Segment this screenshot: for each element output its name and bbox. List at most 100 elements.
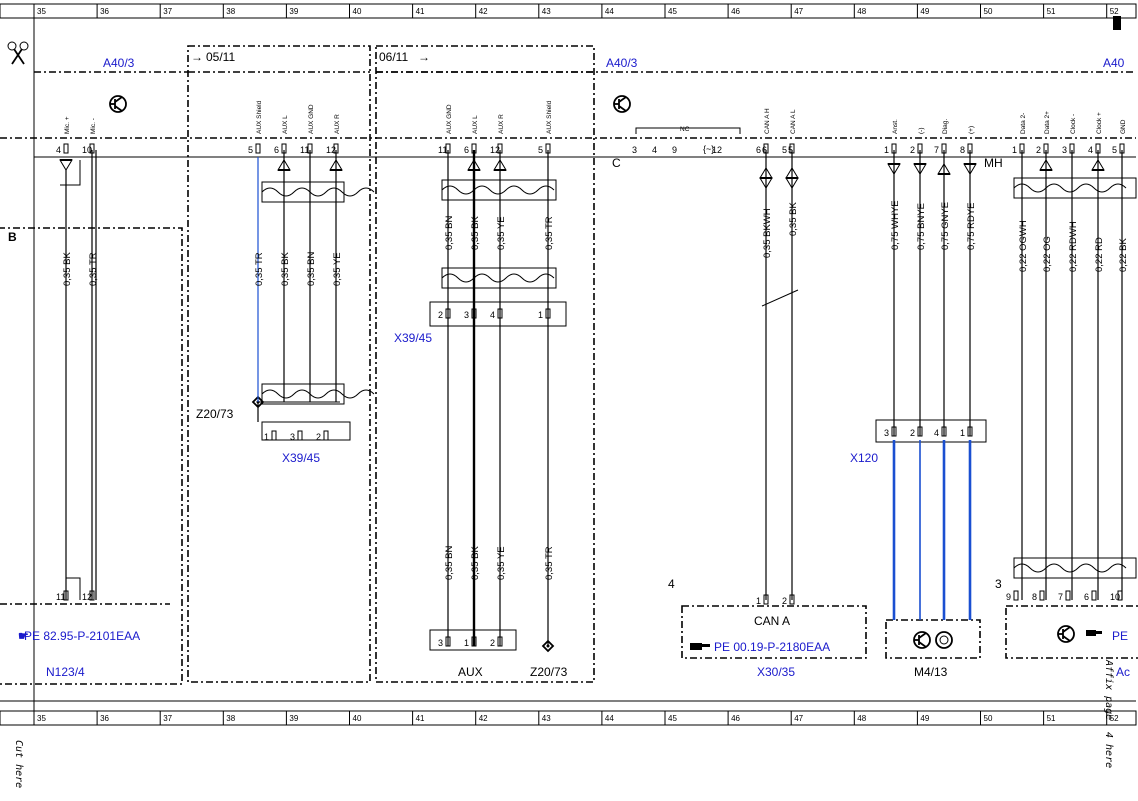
- x120-label[interactable]: X120: [850, 451, 878, 465]
- n123-4-box: [0, 227, 183, 685]
- ruler-number: 40: [353, 7, 362, 16]
- shield-braid: [261, 181, 345, 203]
- pin-number: 12: [82, 592, 92, 602]
- a40-3-label-left[interactable]: A40/3: [103, 56, 135, 70]
- pin-terminal: [497, 636, 503, 647]
- wire-label: 0,22 RDWH: [1068, 221, 1079, 272]
- pin-number: 6: [762, 145, 767, 155]
- ruler-number: 37: [163, 714, 172, 723]
- wire-label: 0,35 TR: [88, 252, 99, 286]
- ruler-number: 44: [605, 714, 614, 723]
- z20-73-label-left[interactable]: Z20/73: [196, 407, 234, 421]
- four-here-note: 4 here: [1103, 732, 1114, 768]
- ruler-number: 36: [100, 7, 109, 16]
- pin-number: 3: [884, 428, 889, 438]
- ruler-number: 42: [479, 7, 488, 16]
- ruler-number: 48: [857, 7, 866, 16]
- pin-number: 1: [264, 432, 269, 442]
- shield-braid: [1013, 177, 1137, 199]
- pin-number: 1: [756, 596, 761, 606]
- signal-label: (+): [968, 126, 975, 134]
- ruler-number: 40: [353, 714, 362, 723]
- wire-label: 0,75 BNYE: [916, 203, 927, 250]
- pin-terminal: [891, 426, 897, 437]
- signal-label: (-): [918, 128, 925, 135]
- pin-terminal: [1065, 590, 1071, 601]
- pin-number: 9: [1006, 592, 1011, 602]
- a40-3-label-right[interactable]: A40/3: [606, 56, 638, 70]
- x30-35-label[interactable]: X30/35: [757, 665, 795, 679]
- ruler-number: 43: [542, 7, 551, 16]
- n123-4-label[interactable]: N123/4: [46, 665, 85, 679]
- signal-label: AUX Shield: [256, 100, 263, 134]
- pin-number: 2: [910, 428, 915, 438]
- pin-number: 4: [652, 145, 657, 155]
- ruler-number: 42: [479, 714, 488, 723]
- pin-terminal: [545, 308, 551, 319]
- pin-number: 5: [538, 145, 543, 155]
- pin-terminal: [1013, 590, 1019, 601]
- ruler-number: 47: [794, 714, 803, 723]
- signal-label: Data 2+: [1044, 111, 1051, 134]
- x39-45-mid-connector: [429, 301, 567, 327]
- signal-label: AUX R: [334, 114, 341, 134]
- x39-45-label-mid[interactable]: X39/45: [394, 331, 432, 345]
- arrow-down-icon: [59, 159, 73, 171]
- wire-label: 0,22 OGWH: [1018, 220, 1029, 272]
- shield-braid: [261, 383, 345, 405]
- pin-number: 4: [490, 310, 495, 320]
- signal-label: Mic. +: [64, 116, 71, 134]
- scissors-icon: [7, 41, 29, 65]
- ruler-number: 50: [984, 714, 993, 723]
- ruler-number: 52: [1110, 7, 1119, 16]
- pe-00-19-link[interactable]: PE 00.19-P-2180EAA: [714, 640, 830, 654]
- pin-number: 11: [438, 145, 447, 155]
- pe-82-95-link[interactable]: PE 82.95-P-2101EAA: [24, 629, 140, 643]
- pin-number: 2: [490, 638, 495, 648]
- m4-13-label[interactable]: M4/13: [914, 665, 948, 679]
- z20-73-label-bottom[interactable]: Z20/73: [530, 665, 568, 679]
- can-a-label: CAN A: [754, 614, 790, 628]
- pin-number: 5: [1112, 145, 1117, 155]
- pin-number: 2: [782, 596, 787, 606]
- transistor-icon: [109, 95, 127, 113]
- ruler-number: 50: [984, 7, 993, 16]
- x39-45-label-lower[interactable]: X39/45: [282, 451, 320, 465]
- pin-terminal: [471, 636, 477, 647]
- pin-number: 2: [316, 432, 321, 442]
- pin-number: 1: [960, 428, 965, 438]
- pin-terminal: [297, 430, 303, 441]
- pin-number: 3: [290, 432, 295, 442]
- row-c-label: C: [612, 156, 621, 170]
- svg-text:{~}: {~}: [703, 144, 714, 154]
- wire-label: 0,22 BK: [1118, 238, 1129, 272]
- ref-box-0611: [375, 45, 595, 683]
- pin-number: 1: [464, 638, 469, 648]
- right-component-box: [1005, 605, 1138, 659]
- aux-label[interactable]: AUX: [458, 665, 483, 679]
- pin-number: 7: [934, 145, 939, 155]
- shield-braid: [1013, 557, 1137, 579]
- wire-label: 0,22 RD: [1094, 237, 1105, 272]
- signal-label: Data 2-: [1020, 113, 1027, 134]
- pin-terminal: [967, 426, 973, 437]
- shield-braid: [441, 267, 557, 289]
- signal-label: AUX Shield: [546, 100, 553, 134]
- ruler-number: 35: [37, 7, 46, 16]
- pin-number: 2: [438, 310, 443, 320]
- shield-braid: [441, 179, 557, 201]
- signal-label: Clock +: [1096, 112, 1103, 134]
- num-4-label: 4: [668, 577, 675, 591]
- pin-terminal: [89, 590, 95, 601]
- pe-link-right[interactable]: PE: [1112, 629, 1128, 643]
- row-mh-label: MH: [984, 156, 1003, 170]
- pointing-hand-icon: [690, 643, 710, 650]
- x120-connector: [875, 419, 987, 443]
- pin-terminal: [1039, 590, 1045, 601]
- ref-0611-label[interactable]: 06/11: [379, 50, 408, 64]
- nc-bracket: NC {~}: [635, 126, 741, 154]
- ref-0511-label[interactable]: 05/11: [206, 50, 235, 64]
- ruler-number: 51: [1047, 714, 1056, 723]
- pin-terminal: [763, 594, 769, 605]
- a40-label-edge[interactable]: A40: [1103, 56, 1125, 70]
